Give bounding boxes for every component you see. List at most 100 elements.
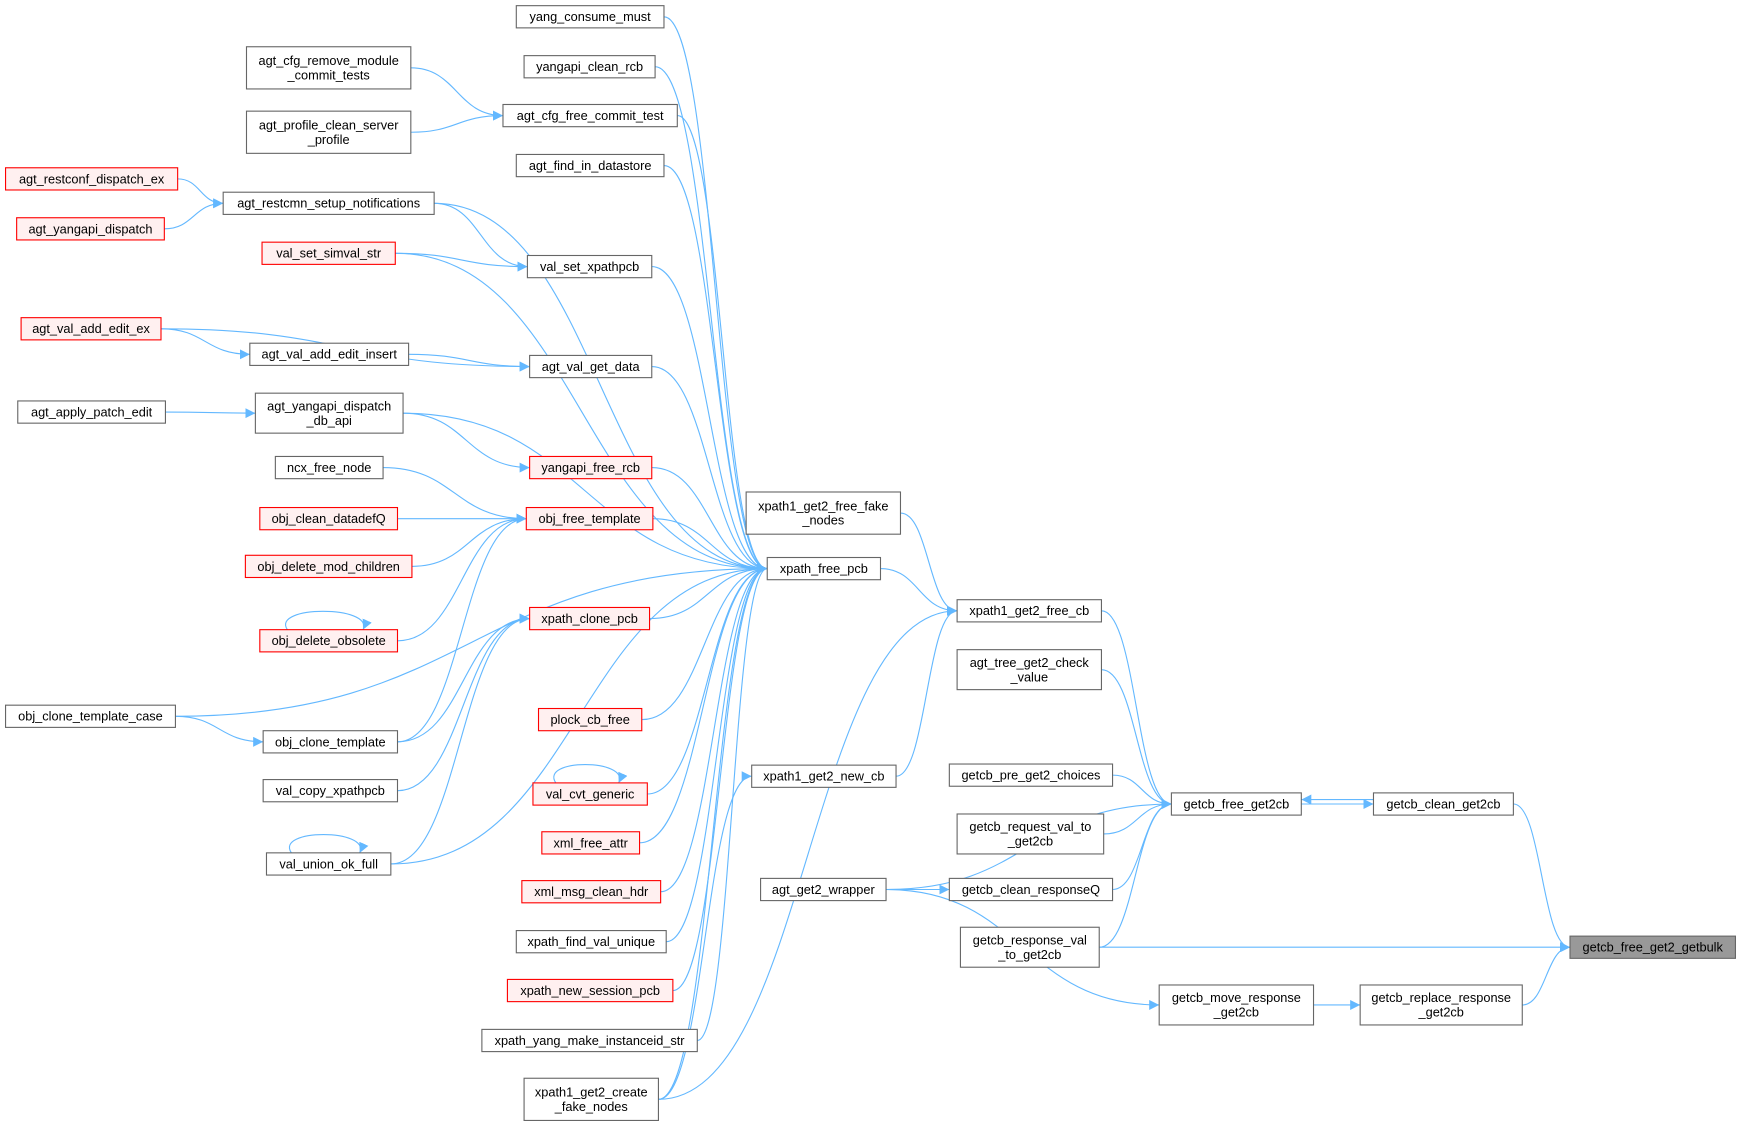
graph-node-agt-restcmn-setup-notifications[interactable]: agt_restcmn_setup_notifications xyxy=(222,191,435,215)
node-label: val_cvt_generic xyxy=(546,786,635,801)
node-label: obj_free_template xyxy=(539,511,641,526)
call-edge xyxy=(288,834,369,854)
node-label: _to_get2cb xyxy=(997,947,1061,962)
graph-node-xml-free-attr[interactable]: xml_free_attr xyxy=(541,831,641,855)
graph-node-agt-yangapi-dispatch-db-api[interactable]: agt_yangapi_dispatch_db_api xyxy=(254,392,404,434)
node-label: agt_val_add_edit_insert xyxy=(262,347,398,362)
node-box xyxy=(245,46,412,90)
graph-node-agt-yangapi-dispatch[interactable]: agt_yangapi_dispatch xyxy=(16,217,165,241)
call-edge xyxy=(164,198,224,230)
graph-node-xpath-yang-make-instanceid-str[interactable]: xpath_yang_make_instanceid_str xyxy=(481,1028,698,1053)
graph-node-xpath-new-session-pcb[interactable]: xpath_new_session_pcb xyxy=(506,978,674,1003)
graph-node-val-set-xpathpcb[interactable]: val_set_xpathpcb xyxy=(526,254,653,279)
graph-node-val-set-simval-str[interactable]: val_set_simval_str xyxy=(261,241,396,265)
node-box xyxy=(956,813,1105,855)
graph-node-agt-val-get-data[interactable]: agt_val_get_data xyxy=(529,354,653,379)
graph-node-agt-cfg-remove-module-commit-tests[interactable]: agt_cfg_remove_module_commit_tests xyxy=(245,46,412,90)
call-edge xyxy=(697,563,768,1042)
graph-node-val-union-ok-full[interactable]: val_union_ok_full xyxy=(265,852,392,876)
graph-node-agt-val-add-edit-ex[interactable]: agt_val_add_edit_ex xyxy=(20,317,162,341)
graph-node-agt-restconf-dispatch-ex[interactable]: agt_restconf_dispatch_ex xyxy=(4,167,179,191)
graph-node-agt-find-in-datastore[interactable]: agt_find_in_datastore xyxy=(515,153,665,178)
call-edge xyxy=(660,563,768,893)
graph-node-getcb-request-val-to-get2cb[interactable]: getcb_request_val_to_get2cb xyxy=(956,813,1105,855)
graph-node-yangapi-free-rcb[interactable]: yangapi_free_rcb xyxy=(529,455,653,480)
graph-node-getcb-free-get2-getbulk[interactable]: getcb_free_get2_getbulk xyxy=(1569,935,1737,959)
graph-node-xpath-clone-pcb[interactable]: xpath_clone_pcb xyxy=(529,606,651,631)
node-label: _db_api xyxy=(306,413,352,428)
graph-node-obj-free-template[interactable]: obj_free_template xyxy=(525,506,654,531)
node-box xyxy=(532,782,648,806)
node-label: getcb_clean_responseQ xyxy=(962,882,1100,897)
graph-node-agt-cfg-free-commit-test[interactable]: agt_cfg_free_commit_test xyxy=(502,103,678,128)
graph-node-getcb-response-val-to-get2cb[interactable]: getcb_response_val_to_get2cb xyxy=(959,926,1100,968)
call-edge xyxy=(652,518,768,574)
node-box xyxy=(222,191,435,215)
graph-node-yangapi-clean-rcb[interactable]: yangapi_clean_rcb xyxy=(523,55,656,79)
graph-node-xml-msg-clean-hdr[interactable]: xml_msg_clean_hdr xyxy=(521,880,662,904)
call-edge xyxy=(553,764,628,784)
node-label: obj_clone_template xyxy=(275,734,386,749)
graph-node-val-cvt-generic[interactable]: val_cvt_generic xyxy=(532,782,648,806)
call-edge xyxy=(639,563,768,844)
graph-node-xpath1-get2-new-cb[interactable]: xpath1_get2_new_cb xyxy=(751,764,897,788)
node-label: _value xyxy=(1009,669,1048,684)
call-edge xyxy=(649,563,768,620)
graph-node-plock-cb-free[interactable]: plock_cb_free xyxy=(537,707,643,732)
graph-node-getcb-free-get2cb[interactable]: getcb_free_get2cb xyxy=(1170,792,1302,816)
node-label: getcb_free_get2_getbulk xyxy=(1583,940,1724,955)
graph-node-agt-apply-patch-edit[interactable]: agt_apply_patch_edit xyxy=(17,400,166,424)
graph-node-getcb-move-response-get2cb[interactable]: getcb_move_response_get2cb xyxy=(1158,984,1315,1026)
node-label: plock_cb_free xyxy=(550,712,629,727)
node-box xyxy=(481,1028,698,1053)
graph-node-agt-profile-clean-server-profile[interactable]: agt_profile_clean_server_profile xyxy=(245,110,412,154)
graph-node-yang-consume-must[interactable]: yang_consume_must xyxy=(515,5,665,29)
node-label: getcb_response_val xyxy=(973,932,1087,947)
graph-node-xpath1-get2-free-cb[interactable]: xpath1_get2_free_cb xyxy=(956,599,1103,623)
graph-node-getcb-clean-get2cb[interactable]: getcb_clean_get2cb xyxy=(1372,792,1514,816)
node-label: xpath_find_val_unique xyxy=(527,934,655,949)
call-edge xyxy=(284,610,372,630)
call-edge xyxy=(410,110,503,133)
graph-node-agt-val-add-edit-insert[interactable]: agt_val_add_edit_insert xyxy=(249,342,410,366)
node-box xyxy=(956,649,1103,691)
graph-node-getcb-replace-response-get2cb[interactable]: getcb_replace_response_get2cb xyxy=(1359,984,1523,1026)
graph-node-getcb-clean-responseQ[interactable]: getcb_clean_responseQ xyxy=(948,877,1114,902)
node-box xyxy=(1372,792,1514,816)
graph-node-agt-get2-wrapper[interactable]: agt_get2_wrapper xyxy=(760,877,887,902)
graph-node-ncx-free-node[interactable]: ncx_free_node xyxy=(274,455,384,480)
graph-node-val-copy-xpathpcb[interactable]: val_copy_xpathpcb xyxy=(262,779,399,803)
call-edge xyxy=(160,328,250,360)
node-label: _get2cb xyxy=(1418,1005,1464,1020)
node-layer: agt_restconf_dispatch_ex agt_yangapi_disp… xyxy=(4,5,1737,1121)
graph-node-xpath1-get2-create-fake-nodes[interactable]: xpath1_get2_create_fake_nodes xyxy=(523,1077,659,1121)
node-label: obj_clone_template_case xyxy=(18,709,163,724)
node-box xyxy=(274,455,384,480)
graph-node-xpath-find-val-unique[interactable]: xpath_find_val_unique xyxy=(515,930,667,954)
node-box xyxy=(259,506,399,531)
node-label: _profile xyxy=(307,132,350,147)
call-edge xyxy=(658,563,768,1100)
graph-node-getcb-pre-get2-choices[interactable]: getcb_pre_get2_choices xyxy=(948,763,1114,787)
graph-node-obj-clone-template[interactable]: obj_clone_template xyxy=(262,730,399,754)
node-box xyxy=(745,491,902,535)
node-box xyxy=(760,877,887,902)
node-label: yangapi_free_rcb xyxy=(541,460,640,475)
graph-node-agt-tree-get2-check-value[interactable]: agt_tree_get2_check_value xyxy=(956,649,1103,691)
call-edge xyxy=(397,513,527,642)
call-edge xyxy=(663,16,768,574)
call-edge xyxy=(1513,803,1571,953)
node-label: agt_get2_wrapper xyxy=(772,882,876,897)
graph-node-obj-delete-obsolete[interactable]: obj_delete_obsolete xyxy=(259,629,399,653)
node-box xyxy=(244,554,413,579)
call-edge xyxy=(434,202,528,272)
node-box xyxy=(948,763,1114,787)
graph-node-obj-clone-template-case[interactable]: obj_clone_template_case xyxy=(4,704,176,728)
graph-node-obj-clean-datadefQ[interactable]: obj_clean_datadefQ xyxy=(259,506,399,531)
graph-node-xpath1-get2-free-fake-nodes[interactable]: xpath1_get2_free_fake_nodes xyxy=(745,491,902,535)
node-box xyxy=(249,342,410,366)
graph-node-obj-delete-mod-children[interactable]: obj_delete_mod_children xyxy=(244,554,413,579)
graph-node-xpath-free-pcb[interactable]: xpath_free_pcb xyxy=(766,556,882,581)
node-box xyxy=(245,110,412,154)
call-edge xyxy=(651,266,768,574)
